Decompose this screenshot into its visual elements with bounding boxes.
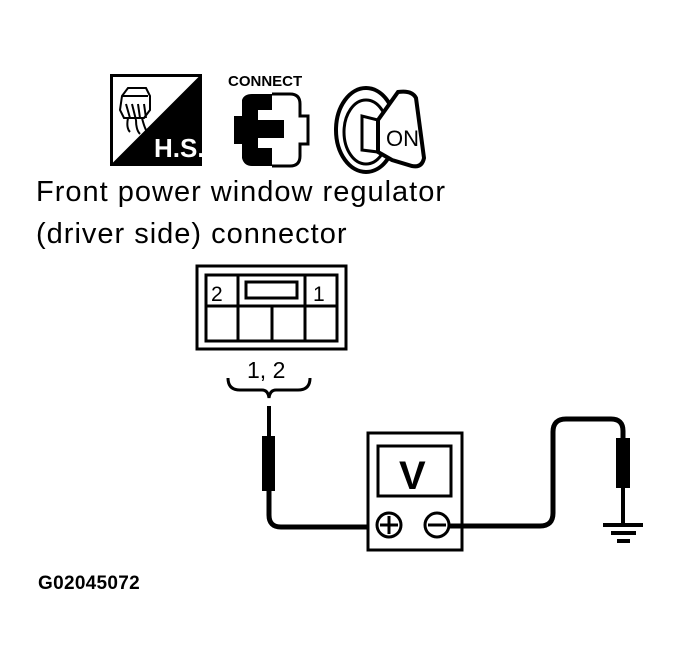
ignition-key-on-icon: ON [334, 86, 427, 174]
ignition-on-label: ON [386, 126, 419, 151]
figure-id: G02045072 [38, 573, 141, 594]
harness-side-icon: H.S. [110, 74, 202, 166]
ground-icon [603, 523, 643, 543]
connector-title-line2: (driver side) connector [36, 218, 348, 250]
connect-label: CONNECT [228, 73, 302, 90]
connector-face: 2 1 [195, 264, 348, 351]
terminals-label: 1, 2 [247, 357, 285, 383]
meter-display: V [399, 454, 426, 498]
terminals-brace [226, 377, 312, 399]
negative-probe [449, 416, 630, 529]
positive-probe [262, 406, 378, 530]
pin-1-label: 1 [313, 283, 325, 306]
voltmeter: V [366, 431, 464, 552]
pin-2-label: 2 [211, 283, 223, 306]
hs-label: H.S. [154, 133, 202, 163]
icon-row: H.S. CONNECT ON [100, 70, 430, 180]
connect-icon: CONNECT [228, 73, 310, 168]
connector-title-line1: Front power window regulator [36, 176, 447, 208]
